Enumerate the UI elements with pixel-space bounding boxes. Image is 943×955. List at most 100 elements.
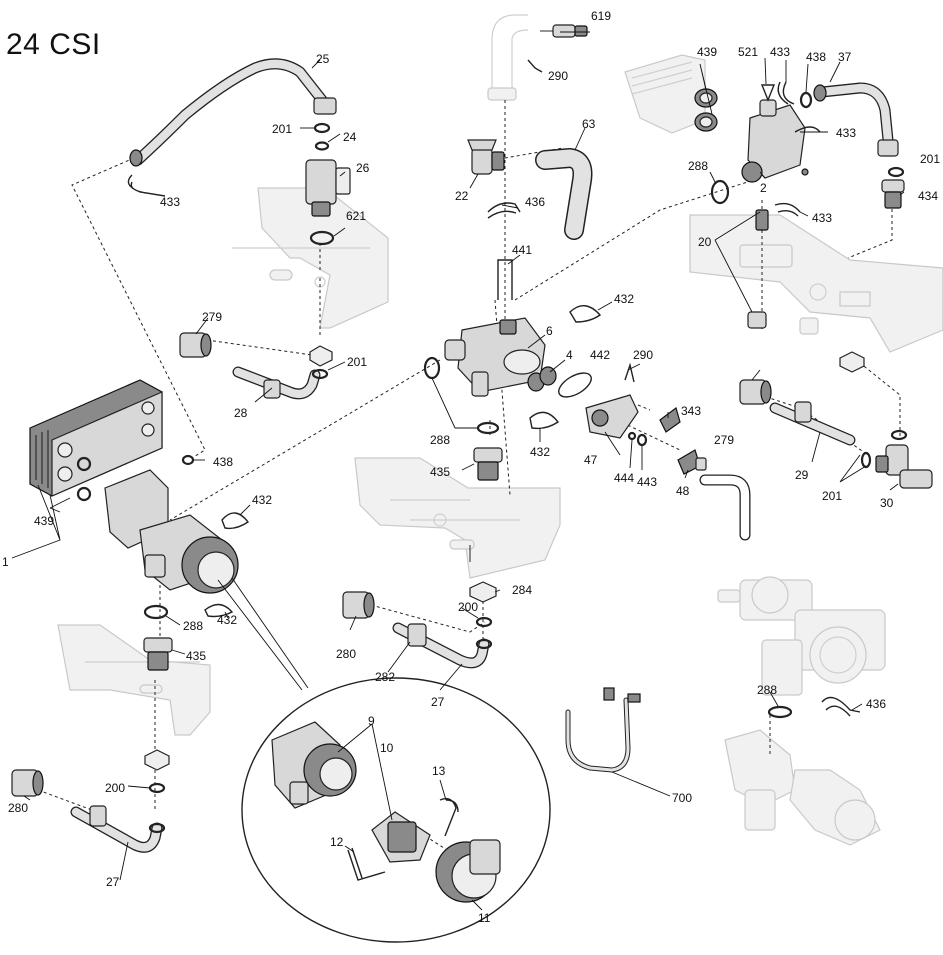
label-201: 201 bbox=[920, 152, 940, 166]
label-439: 439 bbox=[34, 514, 54, 528]
ghost-mounting-bracket-4 bbox=[689, 214, 943, 353]
part-63-hose bbox=[535, 148, 593, 240]
part-28-pipe bbox=[232, 366, 321, 400]
part-27-pipe-a bbox=[70, 805, 166, 853]
ghost-mounting-bracket-3 bbox=[57, 624, 211, 736]
label-22: 22 bbox=[455, 189, 469, 203]
part-436-clip-b bbox=[821, 696, 861, 717]
label-435: 435 bbox=[186, 649, 206, 663]
part-521-sensor bbox=[760, 84, 776, 102]
ghost-mounting-bracket-1 bbox=[232, 187, 389, 329]
part-number-labels: 619 290 439 521 433 438 37 25 201 24 26 … bbox=[2, 9, 940, 925]
part-439-nuts-top bbox=[694, 88, 718, 132]
part-30-elbow bbox=[875, 444, 933, 489]
label-432: 432 bbox=[614, 292, 634, 306]
label-284: 284 bbox=[512, 583, 532, 597]
label-435: 435 bbox=[430, 465, 450, 479]
part-9-valve-body bbox=[271, 721, 357, 809]
label-200: 200 bbox=[458, 600, 478, 614]
label-343: 343 bbox=[681, 404, 701, 418]
ghost-pump-assembly bbox=[717, 576, 886, 846]
part-290-pin-a bbox=[527, 59, 543, 73]
label-700: 700 bbox=[672, 791, 692, 805]
label-27: 27 bbox=[106, 875, 120, 889]
part-37-pipe bbox=[813, 82, 899, 157]
label-282: 282 bbox=[375, 670, 395, 684]
part-22-valve bbox=[467, 139, 505, 175]
part-26-valve bbox=[305, 159, 351, 217]
label-201: 201 bbox=[822, 489, 842, 503]
detail-callout-oval bbox=[241, 677, 551, 943]
part-12-clip bbox=[347, 847, 386, 881]
model-title: 24 CSI bbox=[6, 28, 101, 61]
label-28: 28 bbox=[234, 406, 248, 420]
label-288: 288 bbox=[183, 619, 203, 633]
label-280: 280 bbox=[336, 647, 356, 661]
label-201: 201 bbox=[272, 122, 292, 136]
part-29-pipe bbox=[769, 401, 856, 446]
part-432-clip-d bbox=[204, 603, 234, 618]
label-9: 9 bbox=[368, 714, 375, 728]
part-279-nut-b bbox=[739, 379, 772, 405]
part-nut-c bbox=[144, 749, 170, 771]
label-27: 27 bbox=[431, 695, 445, 709]
part-48-fitting bbox=[677, 449, 707, 475]
label-432: 432 bbox=[252, 493, 272, 507]
part-201-washer-d bbox=[860, 451, 872, 469]
detail-callout-lines bbox=[217, 577, 309, 691]
label-37: 37 bbox=[838, 50, 852, 64]
part-288-oring-b bbox=[476, 421, 500, 435]
part-valve-assembly bbox=[104, 469, 239, 594]
part-432-clip-c bbox=[221, 512, 250, 530]
part-200-washer-a bbox=[148, 782, 166, 794]
part-200-washer-b bbox=[475, 616, 493, 628]
ghost-drain-hose bbox=[699, 474, 751, 541]
part-25-pipe bbox=[129, 58, 337, 167]
part-438-oring-b bbox=[799, 91, 813, 109]
label-30: 30 bbox=[880, 496, 894, 510]
part-201-washer-e bbox=[890, 429, 908, 441]
label-433: 433 bbox=[160, 195, 180, 209]
part-433-clip-b bbox=[777, 81, 795, 105]
label-438: 438 bbox=[806, 50, 826, 64]
label-432: 432 bbox=[530, 445, 550, 459]
label-279: 279 bbox=[714, 433, 734, 447]
label-621: 621 bbox=[346, 209, 366, 223]
label-432: 432 bbox=[217, 613, 237, 627]
label-12: 12 bbox=[330, 835, 344, 849]
part-13-clip bbox=[439, 797, 459, 837]
label-443: 443 bbox=[637, 475, 657, 489]
part-2-valve-block bbox=[741, 99, 809, 183]
part-280-nut-b bbox=[342, 591, 375, 619]
label-201: 201 bbox=[347, 355, 367, 369]
part-nut-d bbox=[839, 351, 865, 373]
label-25: 25 bbox=[316, 52, 330, 66]
label-47: 47 bbox=[584, 453, 598, 467]
part-27-pipe-b bbox=[392, 622, 493, 669]
part-442-seal bbox=[558, 372, 592, 398]
label-434: 434 bbox=[918, 189, 938, 203]
label-13: 13 bbox=[432, 764, 446, 778]
part-290-pin-b bbox=[624, 362, 635, 383]
label-11: 11 bbox=[478, 911, 491, 925]
label-279: 279 bbox=[202, 310, 222, 324]
label-442: 442 bbox=[590, 348, 610, 362]
ghost-mounting-bracket-2 bbox=[354, 457, 561, 579]
part-433-clip-d bbox=[774, 202, 801, 217]
part-343-cap bbox=[659, 406, 681, 433]
ghost-drain-pipe bbox=[487, 14, 529, 101]
part-621-oring bbox=[309, 230, 335, 246]
label-288: 288 bbox=[757, 683, 777, 697]
label-438: 438 bbox=[213, 455, 233, 469]
label-521: 521 bbox=[738, 45, 758, 59]
label-48: 48 bbox=[676, 484, 690, 498]
label-288: 288 bbox=[430, 433, 450, 447]
part-433-clip-a bbox=[127, 174, 166, 197]
part-288-oring-e bbox=[767, 705, 793, 719]
part-438-oring-a bbox=[181, 454, 195, 466]
part-279-nut-a bbox=[179, 332, 212, 358]
label-444: 444 bbox=[614, 471, 634, 485]
label-26: 26 bbox=[356, 161, 370, 175]
